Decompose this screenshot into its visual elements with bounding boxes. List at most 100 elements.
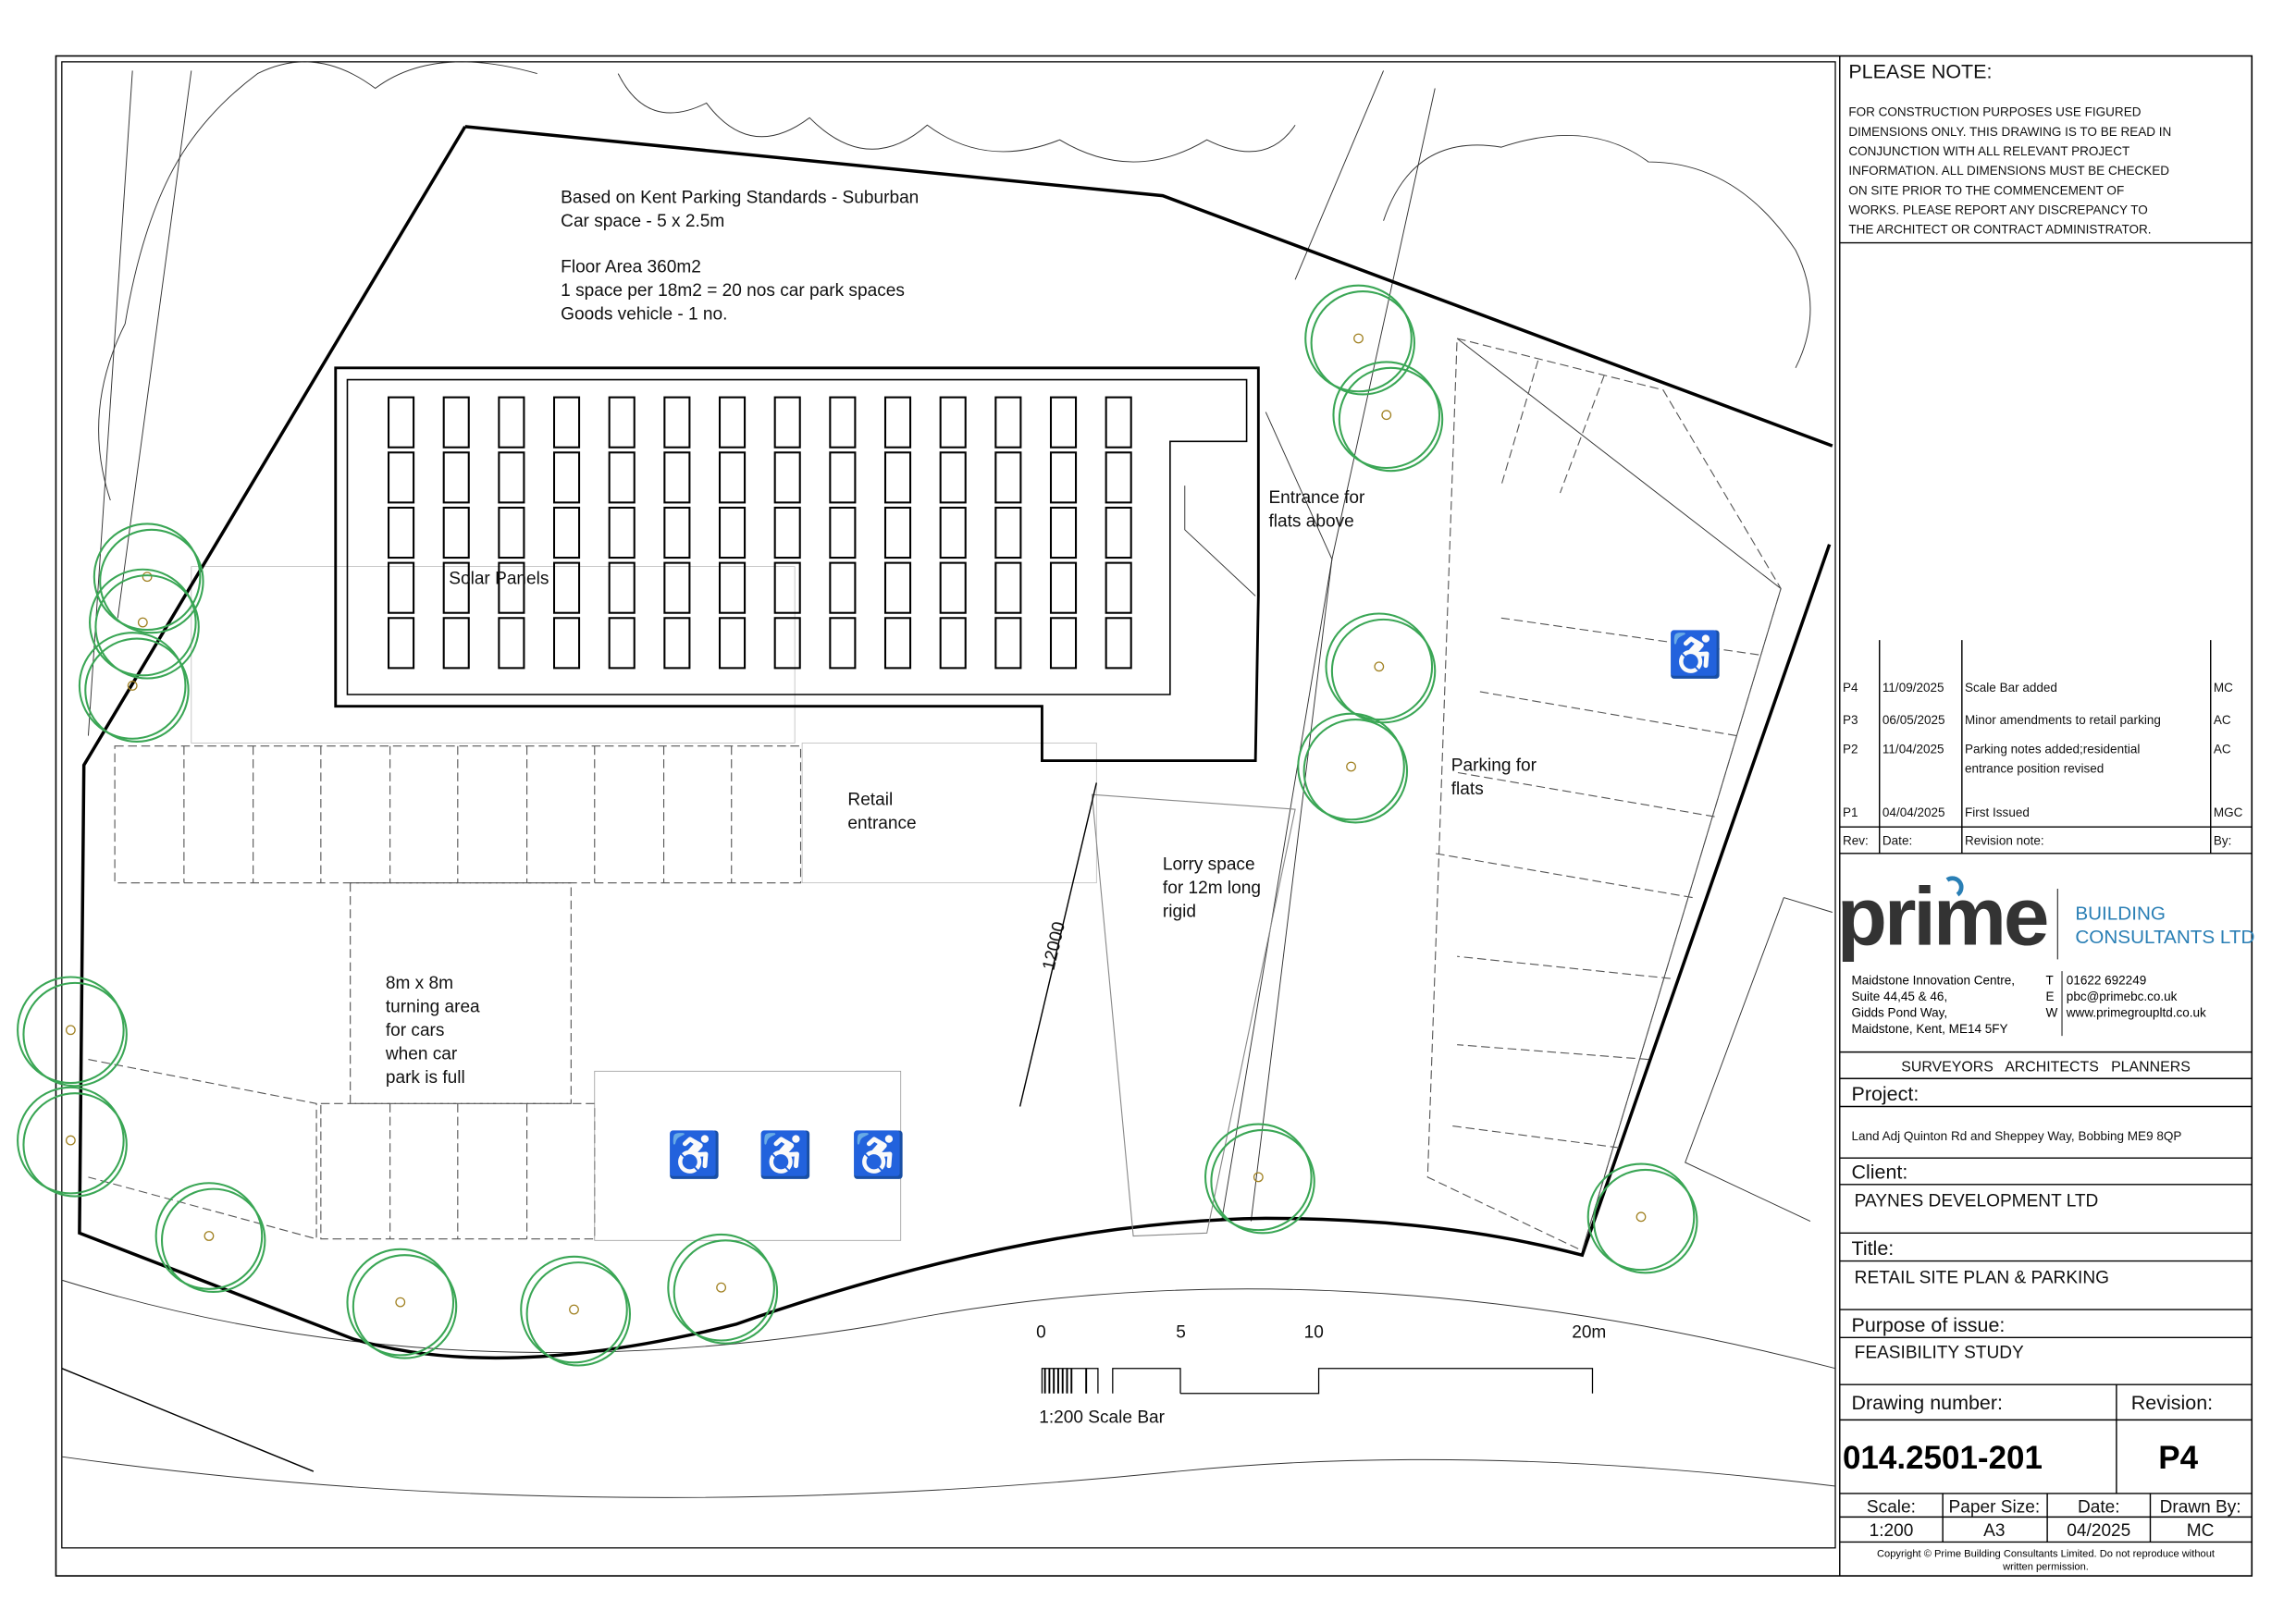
svg-text:AC: AC: [2214, 713, 2231, 727]
label-parking-flats: Parking for: [1451, 756, 1537, 776]
contact-key: E: [2046, 990, 2055, 1003]
footpath: [87, 70, 192, 736]
revision-value: P4: [2158, 1440, 2198, 1476]
note-goods-vehicle: Goods vehicle - 1 no.: [561, 304, 727, 324]
label-turning-area: 8m x 8m turning area for cars when car p…: [385, 974, 480, 1088]
purpose-value: FEASIBILITY STUDY: [1855, 1344, 2024, 1363]
svg-text:Scale Bar added: Scale Bar added: [1965, 681, 2057, 695]
svg-text:prime: prime: [1837, 869, 2047, 962]
adjacent-building: [1685, 897, 1833, 1223]
solar-panel: [387, 561, 415, 614]
site-plan: ♿ ♿ ♿ ♿ Based on Kent Parking Standards …: [17, 61, 1836, 1498]
solar-panel: [883, 561, 912, 614]
project-value: Land Adj Quinton Rd and Sheppey Way, Bob…: [1852, 1129, 2182, 1143]
solar-panel: [718, 506, 747, 559]
svg-text:10: 10: [1304, 1322, 1324, 1342]
solar-panel: [442, 617, 470, 670]
solar-panel: [1105, 451, 1132, 504]
svg-text:P3: P3: [1843, 713, 1858, 727]
address-line: Gidds Pond Way,: [1852, 1005, 1948, 1019]
title-block-text: PLEASE NOTE: FOR CONSTRUCTION PURPOSES U…: [1837, 60, 2255, 1572]
parking-road-edge: [1250, 338, 1782, 1251]
solar-panel: [442, 451, 470, 504]
solar-panel: [939, 617, 967, 670]
roof-edge: [1184, 486, 1256, 596]
svg-text:MC: MC: [2214, 681, 2233, 695]
solar-panel: [829, 506, 857, 559]
label-parking-flats-2: flats: [1451, 780, 1484, 799]
roof-parapet: [346, 378, 1248, 695]
flats-parking-bays: ♿: [1426, 338, 1782, 1252]
sheet-border: [55, 55, 2253, 1577]
svg-text:11/09/2025: 11/09/2025: [1882, 681, 1944, 695]
tree-icon: [17, 976, 128, 1088]
client-value: PAYNES DEVELOPMENT LTD: [1855, 1192, 2099, 1211]
solar-panel: [829, 451, 857, 504]
please-note-heading: PLEASE NOTE:: [1848, 60, 1992, 82]
svg-text:P2: P2: [1843, 743, 1858, 756]
solar-panel: [552, 617, 581, 670]
purpose-label: Purpose of issue:: [1852, 1314, 2006, 1336]
note-line: ON SITE PRIOR TO THE COMMENCEMENT OF: [1848, 183, 2124, 197]
solar-panel-array: [387, 396, 1132, 670]
scale-label: Scale:: [1867, 1498, 1916, 1518]
contact-value: 01622 692249: [2067, 973, 2146, 987]
label-retail-entrance-2: entrance: [847, 814, 916, 833]
solar-panel: [773, 506, 801, 559]
solar-panel: [829, 617, 857, 670]
dimension-label: 12000: [1040, 920, 1069, 972]
svg-text:1:200 Scale Bar: 1:200 Scale Bar: [1039, 1408, 1165, 1428]
solar-panel: [1105, 396, 1132, 449]
label-entrance-flats-2: flats above: [1268, 512, 1353, 532]
site-boundary-north: [464, 125, 1833, 448]
drawn-value: MC: [2187, 1521, 2215, 1541]
hedge-3: [98, 61, 537, 501]
date-header: Date:: [1882, 833, 1912, 847]
solar-panel: [498, 617, 525, 670]
note-line: WORKS. PLEASE REPORT ANY DISCREPANCY TO: [1848, 203, 2147, 217]
solar-panel: [1105, 506, 1132, 559]
solar-panel: [387, 396, 415, 449]
contact-value: www.primegroupltd.co.uk: [2066, 1005, 2206, 1019]
note-line: INFORMATION. ALL DIMENSIONS MUST BE CHEC…: [1848, 164, 2169, 178]
solar-panel: [939, 396, 967, 449]
address-line: Maidstone Innovation Centre,: [1852, 973, 2016, 987]
solar-panel: [608, 561, 636, 614]
note-header: Revision note:: [1965, 833, 2044, 847]
solar-panel: [442, 506, 470, 559]
label-entrance-flats: Entrance for: [1268, 488, 1365, 508]
tree-icon: [667, 1233, 779, 1345]
note-line: DIMENSIONS ONLY. THIS DRAWING IS TO BE R…: [1848, 125, 2171, 139]
drawn-label: Drawn By:: [2160, 1498, 2241, 1518]
building-outline: [334, 366, 1260, 763]
solar-panel: [994, 396, 1022, 449]
by-header: By:: [2214, 833, 2232, 847]
svg-text:First Issued: First Issued: [1965, 805, 2030, 819]
solar-panel: [552, 561, 581, 614]
solar-panel: [883, 617, 912, 670]
solar-panel: [498, 451, 525, 504]
accessible-parking-icon: ♿: [667, 1129, 722, 1180]
solar-panel: [718, 617, 747, 670]
label-lorry: Lorry space: [1163, 855, 1255, 874]
label-retail-entrance: Retail: [847, 790, 893, 809]
paper-label: Paper Size:: [1949, 1498, 2041, 1518]
svg-text:8m x 8m: 8m x 8m: [386, 974, 453, 993]
solar-panel: [387, 617, 415, 670]
tree-icon: [1304, 284, 1416, 396]
accessible-parking-icon: ♿: [1668, 629, 1722, 680]
solar-panel: [1049, 506, 1078, 559]
solar-panel: [939, 506, 967, 559]
svg-text:Parking notes added;residentia: Parking notes added;residential: [1965, 743, 2140, 756]
scale-value: 1:200: [1870, 1521, 1914, 1541]
solar-panel: [442, 561, 470, 614]
hedge: [617, 73, 1296, 163]
title-label: Title:: [1852, 1237, 1895, 1260]
solar-panel: [387, 506, 415, 559]
parking-notes: Based on Kent Parking Standards - Suburb…: [561, 189, 919, 325]
disabled-bays: [594, 1070, 902, 1241]
